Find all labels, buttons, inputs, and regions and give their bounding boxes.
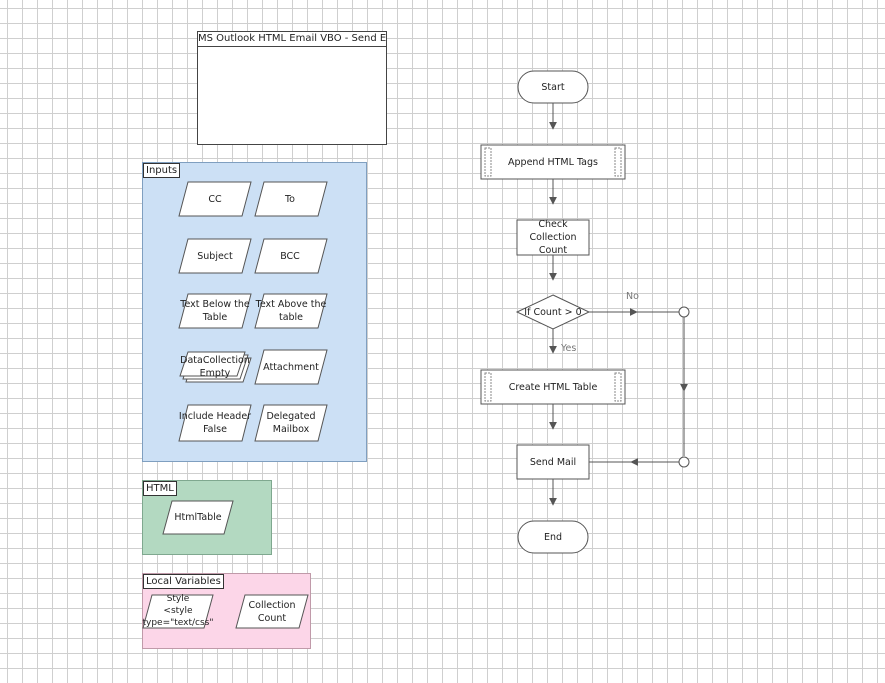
append-html-tags-stage[interactable]: Append HTML Tags: [508, 156, 598, 168]
html-block[interactable]: HTML: [142, 480, 272, 555]
data-item-attachment-shape: [254, 349, 328, 385]
data-item-cc[interactable]: CC: [208, 193, 222, 205]
local-variables-block-label: Local Variables: [143, 574, 224, 589]
data-item-collection-count-shape: [235, 594, 309, 629]
data-item-subject[interactable]: Subject: [197, 250, 233, 262]
decision-shape: [515, 294, 591, 330]
data-item-bcc[interactable]: BCC: [280, 250, 300, 262]
html-block-label: HTML: [143, 481, 177, 496]
data-item-style[interactable]: Style <style type="text/css": [142, 594, 214, 628]
process-note[interactable]: MS Outlook HTML Email VBO - Send Em: [197, 31, 387, 145]
data-item-data-collection[interactable]: DataCollection Empty: [180, 355, 250, 379]
yes-label: Yes: [560, 343, 576, 354]
check-collection-count-stage[interactable]: Check Collection Count: [529, 219, 577, 256]
data-item-text-above[interactable]: Text Above the table: [255, 299, 327, 323]
data-item-style-shape: [142, 594, 214, 629]
anchor-bottom: [678, 456, 690, 468]
data-item-delegated-mailbox-shape: [254, 404, 328, 442]
data-item-bcc-shape: [254, 238, 328, 274]
send-mail-stage[interactable]: Send Mail: [529, 456, 577, 468]
data-item-html-table[interactable]: HtmlTable: [174, 512, 222, 523]
data-item-include-header[interactable]: Include Header False: [178, 411, 252, 435]
data-item-html-table-shape: [162, 500, 234, 535]
data-item-text-below[interactable]: Text Below the Table: [180, 299, 250, 323]
data-item-data-collection-shape: [179, 351, 246, 377]
decision-stage[interactable]: If Count > 0: [524, 306, 582, 318]
start-shape: [517, 70, 589, 104]
data-item-to[interactable]: To: [284, 193, 295, 205]
end-shape: [517, 520, 589, 554]
data-item-text-below-shape: [178, 293, 252, 329]
inputs-block[interactable]: Inputs: [142, 162, 367, 462]
data-item-to-shape: [254, 181, 328, 217]
check-collection-count-shape: [516, 219, 590, 256]
start-stage[interactable]: Start: [541, 81, 565, 93]
append-html-tags-shape: [480, 144, 626, 180]
create-html-table-stage[interactable]: Create HTML Table: [508, 381, 598, 393]
no-label: No: [626, 291, 639, 302]
anchor-top: [678, 306, 690, 318]
note-title: MS Outlook HTML Email VBO - Send Em: [198, 32, 386, 47]
data-item-collection-count[interactable]: Collection Count: [248, 599, 296, 624]
data-item-attachment[interactable]: Attachment: [263, 361, 319, 373]
data-item-include-header-shape: [178, 404, 252, 442]
data-item-cc-shape: [178, 181, 252, 217]
inputs-block-label: Inputs: [143, 163, 181, 178]
create-html-table-shape: [480, 369, 626, 405]
data-item-subject-shape: [178, 238, 252, 274]
data-item-delegated-mailbox[interactable]: Delegated Mailbox: [266, 411, 316, 435]
send-mail-shape: [516, 444, 590, 480]
end-stage[interactable]: End: [543, 531, 563, 543]
data-item-text-above-shape: [254, 293, 328, 329]
